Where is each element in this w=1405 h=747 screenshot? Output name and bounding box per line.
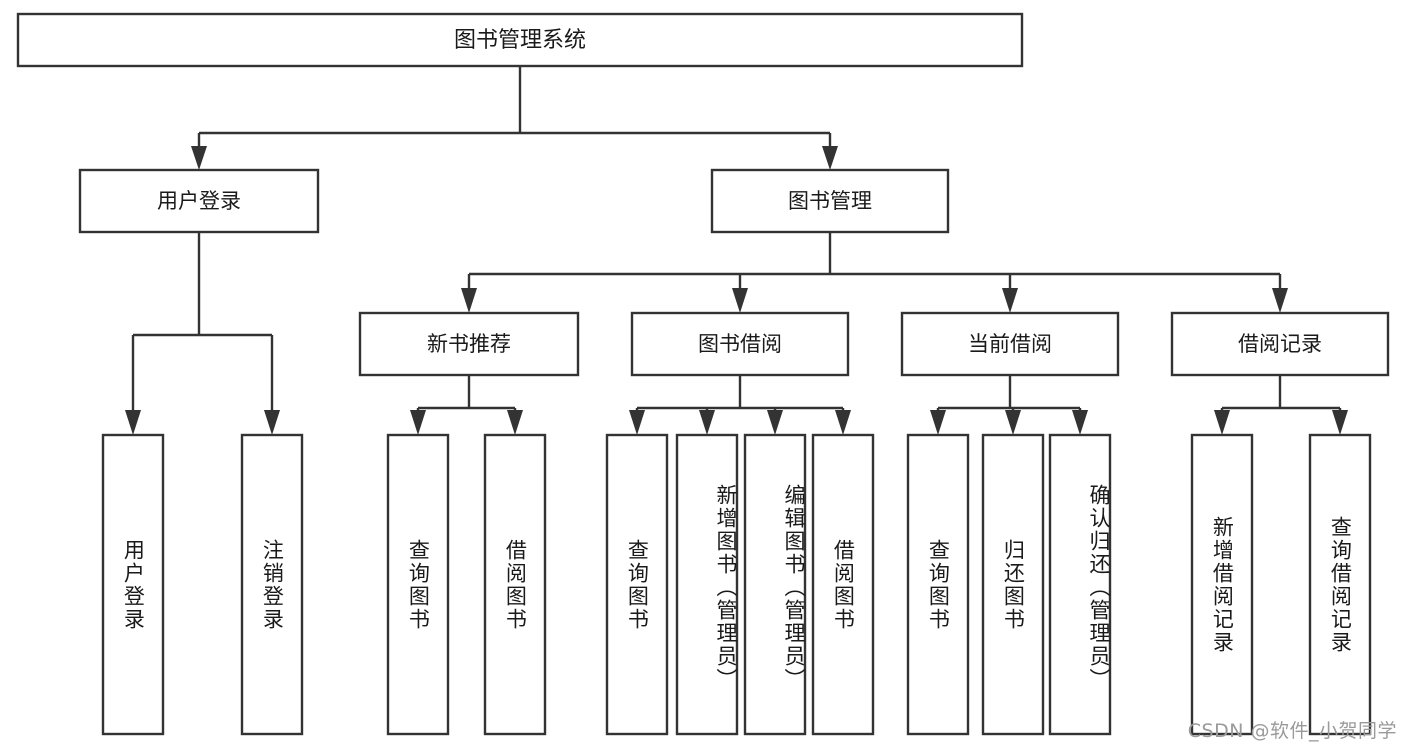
arrow-to-leaf-confirm-return-admin (1072, 410, 1088, 435)
leaf-edit-book-admin-box[interactable] (743, 433, 807, 736)
node-book-borrow-label: 图书借阅 (698, 332, 782, 356)
node-book-borrow-box[interactable] (630, 311, 850, 377)
node-root-box[interactable] (16, 12, 1024, 68)
arrow-to-user-login (191, 146, 207, 170)
leaf-add-borrow-record-box[interactable] (1190, 433, 1254, 736)
node-root-label: 图书管理系统 (454, 28, 586, 53)
leaf-borrow-book-new-box[interactable] (483, 433, 547, 736)
csdn-watermark: CSDN @软件_小贺同学 (1187, 720, 1397, 742)
arrow-to-leaf-query-borrow-record (1332, 410, 1348, 435)
node-new-book-recommend-label: 新书推荐 (427, 332, 511, 356)
leaf-query-book-current-box[interactable] (906, 433, 970, 736)
leaf-boxes-group (101, 433, 1372, 736)
node-book-management-box[interactable] (710, 168, 950, 234)
node-borrow-record-label: 借阅记录 (1238, 332, 1322, 356)
node-user-login[interactable]: 用户登录 (78, 168, 320, 234)
leaf-user-login-box[interactable] (101, 433, 165, 736)
arrow-to-current-borrow (1002, 288, 1018, 313)
arrow-to-leaf-edit-book-admin (767, 410, 783, 435)
arrow-to-book-borrow (732, 288, 748, 313)
node-book-borrow[interactable]: 图书借阅 (630, 311, 850, 377)
arrow-to-leaf-borrow-book (835, 410, 851, 435)
node-user-login-box[interactable] (78, 168, 320, 234)
arrow-to-leaf-query-book-borrow (629, 410, 645, 435)
arrow-to-leaf-add-book-admin (699, 410, 715, 435)
node-new-book-recommend-box[interactable] (358, 311, 580, 377)
arrow-to-book-management (822, 146, 838, 170)
connector-group (125, 66, 1348, 435)
node-new-book-recommend[interactable]: 新书推荐 (358, 311, 580, 377)
leaf-confirm-return-admin-box[interactable] (1048, 433, 1112, 736)
node-current-borrow[interactable]: 当前借阅 (900, 311, 1120, 377)
leaf-query-book-borrow-box[interactable] (605, 433, 669, 736)
node-borrow-record-box[interactable] (1170, 311, 1390, 377)
node-user-login-label: 用户登录 (157, 189, 241, 213)
node-root[interactable]: 图书管理系统 (16, 12, 1024, 68)
node-current-borrow-label: 当前借阅 (968, 332, 1052, 356)
node-current-borrow-box[interactable] (900, 311, 1120, 377)
node-book-management[interactable]: 图书管理 (710, 168, 950, 234)
leaf-query-borrow-record-box[interactable] (1308, 433, 1372, 736)
leaf-user-logout-box[interactable] (240, 433, 304, 736)
leaf-add-book-admin-box[interactable] (675, 433, 739, 736)
leaf-query-book-new-box[interactable] (386, 433, 450, 736)
arrow-to-leaf-query-book-current (930, 410, 946, 435)
arrow-to-leaf-user-logout (264, 410, 280, 435)
arrow-to-leaf-add-borrow-record (1214, 410, 1230, 435)
arrow-to-borrow-record (1272, 288, 1288, 313)
arrow-to-leaf-return-book (1005, 410, 1021, 435)
arrow-to-leaf-user-login (125, 410, 141, 435)
leaf-return-book-box[interactable] (981, 433, 1045, 736)
node-borrow-record[interactable]: 借阅记录 (1170, 311, 1390, 377)
leaf-borrow-book-box[interactable] (811, 433, 875, 736)
arrow-to-new-book-recommend (461, 288, 477, 313)
node-book-management-label: 图书管理 (788, 189, 872, 213)
arrow-to-leaf-query-book-new (410, 410, 426, 435)
arrow-to-leaf-borrow-book-new (507, 410, 523, 435)
